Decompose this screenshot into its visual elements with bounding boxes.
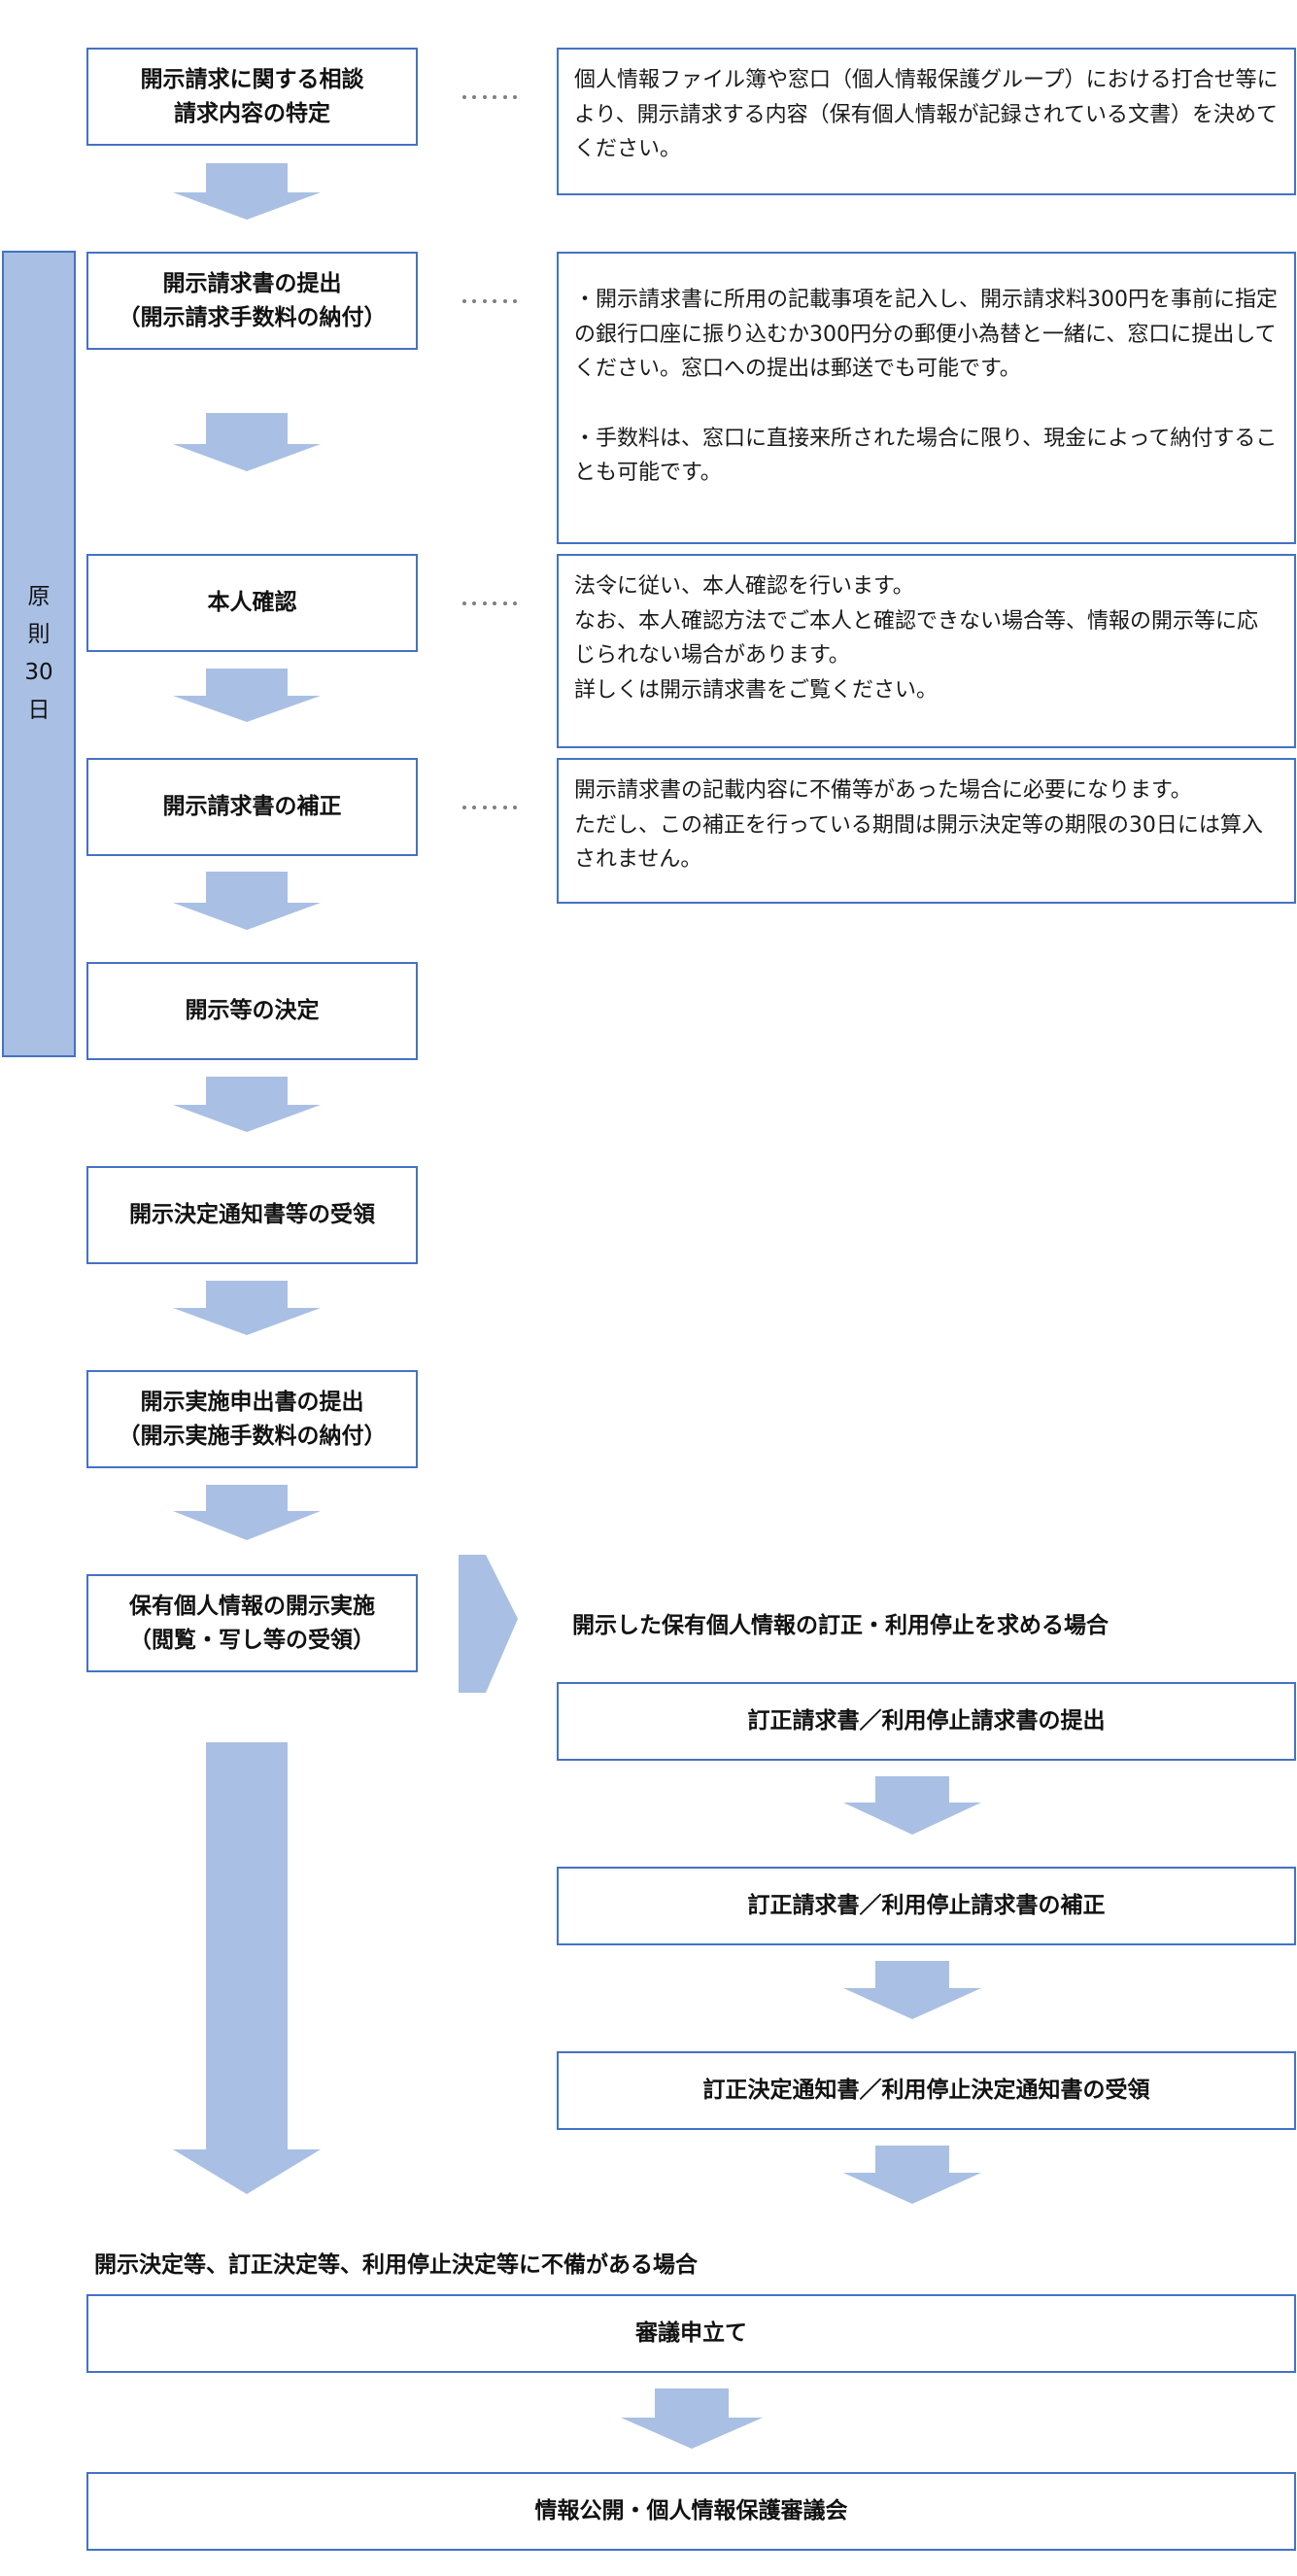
step-submit-request: 開示請求書の提出 （開示請求手数料の納付） <box>86 252 418 350</box>
deadline-label: 原則30日 <box>24 583 53 724</box>
leader-dots-3 <box>462 600 517 607</box>
down-arrow-2 <box>173 413 321 471</box>
down-arrow-4 <box>173 872 321 930</box>
leader-dots-4 <box>462 804 517 811</box>
step-identity-check: 本人確認 <box>86 554 418 652</box>
down-arrow-1 <box>173 163 321 220</box>
note-consult: 個人情報ファイル簿や窓口（個人情報保護グループ）における打合せ等により、開示請求… <box>557 48 1296 195</box>
note-identity-check: 法令に従い、本人確認を行います。 なお、本人確認方法でご本人と確認できない場合等… <box>557 554 1296 748</box>
down-arrow-6 <box>173 1281 321 1335</box>
step-amend-request: 開示請求書の補正 <box>86 758 418 856</box>
step-decision: 開示等の決定 <box>86 962 418 1060</box>
appeal-request: 審議申立て <box>86 2294 1296 2373</box>
appeal-heading: 開示決定等、訂正決定等、利用停止決定等に不備がある場合 <box>94 2252 698 2278</box>
branch-arrow-3 <box>843 2146 981 2204</box>
branch-amend: 訂正請求書／利用停止請求書の補正 <box>557 1867 1296 1945</box>
branch-arrow-2 <box>843 1961 981 2019</box>
branch-arrow-1 <box>843 1776 981 1835</box>
appeal-arrow <box>621 2388 763 2449</box>
deadline-sidebar: 原則30日 <box>2 251 76 1057</box>
leader-dots-2 <box>462 297 517 305</box>
appeal-council: 情報公開・個人情報保護審議会 <box>86 2472 1296 2551</box>
right-arrow <box>459 1555 518 1693</box>
step-implementation: 保有個人情報の開示実施 （閲覧・写し等の受領） <box>86 1574 418 1672</box>
note-submit-request: ・開示請求書に所用の記載事項を記入し、開示請求料300円を事前に指定の銀行口座に… <box>557 252 1296 544</box>
note-amend-request: 開示請求書の記載内容に不備等があった場合に必要になります。 ただし、この補正を行… <box>557 758 1296 904</box>
leader-dots-1 <box>462 93 517 101</box>
down-arrow-3 <box>173 669 321 722</box>
long-down-arrow <box>173 1742 321 2194</box>
down-arrow-7 <box>173 1485 321 1540</box>
branch-heading: 開示した保有個人情報の訂正・利用停止を求める場合 <box>572 1613 1109 1638</box>
branch-receive: 訂正決定通知書／利用停止決定通知書の受領 <box>557 2051 1296 2130</box>
step-submit-implementation: 開示実施申出書の提出 （開示実施手数料の納付） <box>86 1370 418 1468</box>
step-consult: 開示請求に関する相談 請求内容の特定 <box>86 48 418 146</box>
branch-submit: 訂正請求書／利用停止請求書の提出 <box>557 1682 1296 1761</box>
down-arrow-5 <box>173 1077 321 1132</box>
step-receive-notice: 開示決定通知書等の受領 <box>86 1166 418 1264</box>
